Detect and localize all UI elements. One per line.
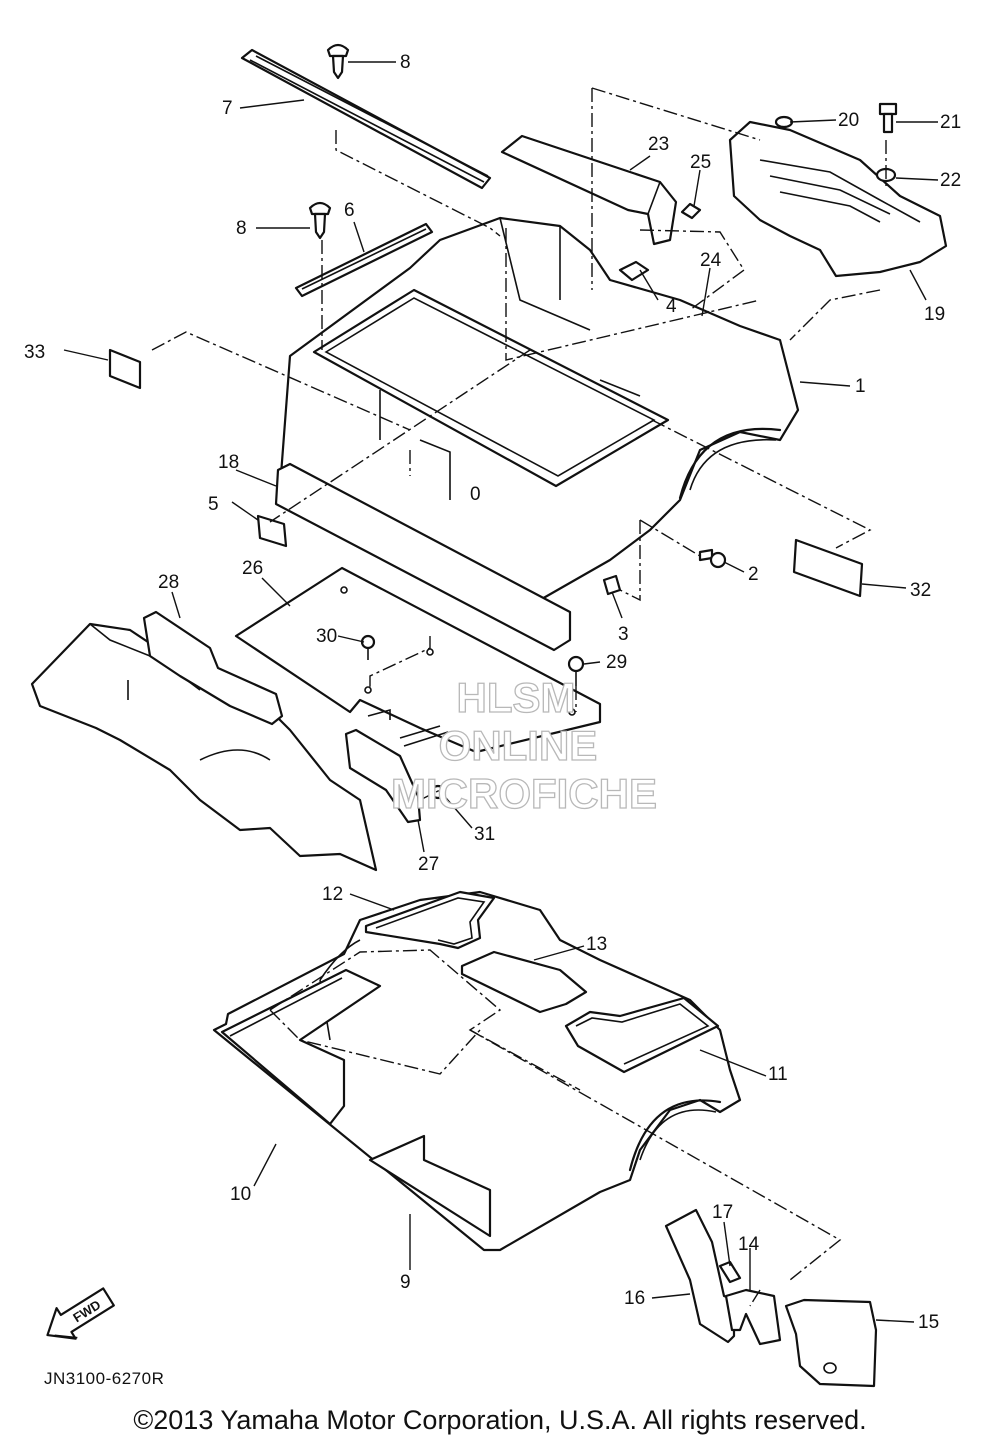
part-31-nut: [430, 784, 446, 800]
callout-5: 5: [208, 494, 219, 515]
callout-19: 19: [924, 304, 945, 325]
callout-18: 18: [218, 452, 239, 473]
callout-27: 27: [418, 854, 439, 875]
callout-numbers: 1 2 3 4 5 6 7 8 8 9 10 11 12 13 14 15 16…: [24, 52, 961, 1333]
part-32-decal: [792, 538, 864, 598]
callout-29: 29: [606, 652, 627, 673]
callout-14: 14: [738, 1234, 760, 1255]
callout-2: 2: [748, 564, 759, 585]
part-33-decal: [108, 348, 142, 390]
callout-17: 17: [712, 1202, 733, 1223]
part-10-side-mat: [220, 968, 382, 1126]
callout-33: 33: [24, 342, 45, 363]
watermark: HLSM ONLINE MICROFICHE: [390, 673, 657, 817]
part-17-clip: [718, 1260, 742, 1284]
callout-13: 13: [586, 934, 607, 955]
callout-24: 24: [700, 250, 722, 271]
leader-lines: [63, 61, 939, 1323]
callout-21: 21: [940, 112, 961, 133]
part-14-clamp: [724, 1288, 782, 1346]
part-30-plug: [360, 634, 376, 660]
callout-16: 16: [624, 1288, 645, 1309]
part-1-detail: 0: [470, 484, 481, 505]
callout-10: 10: [230, 1184, 251, 1205]
part-26-floor-plate: [234, 566, 602, 754]
part-8-clip-top: [326, 43, 350, 80]
callout-22: 22: [940, 170, 961, 191]
callout-28: 28: [158, 572, 179, 593]
fwd-arrow-icon: FWD: [46, 1287, 115, 1340]
part-1-rear-body: 0: [278, 216, 800, 602]
part-3-nut: [602, 574, 622, 596]
part-12-mat: [364, 890, 496, 950]
watermark-line-2: ONLINE: [439, 722, 598, 769]
callout-8-top: 8: [400, 52, 411, 73]
callout-11: 11: [768, 1064, 788, 1085]
part-5-decal: [256, 514, 288, 548]
callout-15: 15: [918, 1312, 939, 1333]
callout-7: 7: [222, 98, 233, 119]
callout-32: 32: [910, 580, 931, 601]
callout-4: 4: [666, 296, 677, 317]
callout-25: 25: [690, 152, 711, 173]
part-18-skirt: [274, 462, 572, 652]
part-8-clip-mid: [308, 201, 332, 240]
part-15-guard: [784, 1298, 878, 1388]
drawing-code: JN3100-6270R: [44, 1369, 164, 1388]
copyright-notice: ©2013 Yamaha Motor Corporation, U.S.A. A…: [133, 1405, 867, 1435]
callout-31: 31: [474, 824, 495, 845]
part-27-bracket: [344, 728, 422, 824]
part-28-panel: [142, 610, 284, 726]
part-20-grommet: [774, 115, 794, 129]
alignment-lines: [151, 87, 887, 1307]
part-2-screw: [698, 548, 727, 569]
callout-12: 12: [322, 884, 343, 905]
callout-1: 1: [855, 376, 866, 397]
part-25-screw: [680, 202, 702, 220]
part-23-cover: [500, 134, 678, 246]
part-21-bolt: [878, 102, 898, 134]
watermark-line-1: HLSM: [457, 674, 576, 721]
part-29-plug: [567, 655, 585, 686]
callout-6: 6: [344, 200, 355, 221]
part-19-tray: [728, 120, 948, 278]
part-13-mat: [460, 950, 588, 1014]
callout-20: 20: [838, 110, 859, 131]
part-9-front-mat: [368, 1134, 492, 1238]
callout-9: 9: [400, 1272, 411, 1293]
callout-8-mid: 8: [236, 218, 247, 239]
part-4-bracket: [618, 260, 650, 282]
watermark-line-3: MICROFICHE: [391, 770, 657, 817]
part-16-guard: [664, 1208, 736, 1344]
part-7-trim-strip: [240, 48, 492, 190]
callout-23: 23: [648, 134, 669, 155]
part-11-mat: [564, 996, 720, 1074]
callout-30: 30: [316, 626, 337, 647]
callout-26: 26: [242, 558, 263, 579]
callout-3: 3: [618, 624, 629, 645]
